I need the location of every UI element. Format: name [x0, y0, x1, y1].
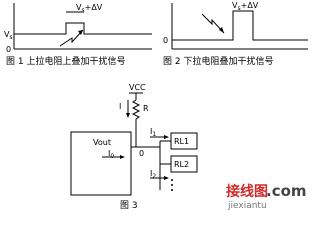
ellipsis-dot-2	[171, 184, 173, 186]
fig1-top-label: Vs+ΔV	[76, 3, 103, 14]
i2-arrowhead	[164, 176, 169, 180]
circuit-figure: Vs 0 Vs+ΔV 图 1 上拉电阻上叠加干扰信号 0 Vs+ΔV 图 2 下…	[4, 1, 308, 211]
resistor-r	[131, 99, 141, 120]
fig2-interference-arrow	[201, 13, 225, 34]
i2-label: I2	[150, 169, 156, 180]
fig1-arrowhead	[78, 30, 83, 35]
watermark-logo: 接线图 .com jiexiantu	[226, 182, 307, 211]
fig1-vs-label: Vs	[4, 30, 13, 41]
current-i-label: I	[119, 102, 121, 111]
current-i-arrowhead	[126, 113, 130, 118]
rl2-box	[170, 155, 198, 173]
ellipsis-dot-3	[171, 189, 173, 191]
vcc-label: VCC	[129, 83, 146, 92]
fig1-interference-arrow	[59, 29, 84, 47]
watermark-com: .com	[266, 182, 307, 200]
fig2-signal	[172, 10, 308, 41]
vout-label: Vout	[93, 138, 111, 147]
fig1-waveform	[13, 3, 152, 50]
ellipsis-dot-1	[171, 179, 173, 181]
i0-label: I0	[108, 149, 114, 160]
vout-block	[70, 131, 132, 196]
node-label: 0	[139, 149, 144, 158]
rl2-label: RL2	[174, 160, 189, 169]
i1-arrowhead	[164, 135, 169, 139]
fig2-zero-label: 0	[163, 36, 168, 45]
fig1-zero-label: 0	[6, 45, 11, 54]
fig2-waveform	[171, 3, 308, 50]
watermark-cn: 接线图	[226, 183, 268, 200]
fig1-caption: 图 1 上拉电阻上叠加干扰信号	[6, 55, 125, 67]
fig3-caption: 图 3	[120, 200, 138, 211]
i1-label: I1	[150, 127, 156, 138]
resistor-label: R	[143, 104, 149, 113]
fig2-arrowhead	[219, 27, 224, 33]
rl1-box	[170, 132, 198, 150]
rl1-label: RL1	[174, 137, 189, 146]
i0-arrowhead	[120, 155, 125, 159]
fig1-signal	[14, 22, 152, 35]
fig3-circuit	[70, 92, 198, 196]
fig2-caption: 图 2 下拉电阻叠加干扰信号	[163, 55, 273, 67]
fig2-top-label: Vs+ΔV	[232, 1, 259, 12]
watermark-url: jiexiantu	[227, 201, 267, 211]
